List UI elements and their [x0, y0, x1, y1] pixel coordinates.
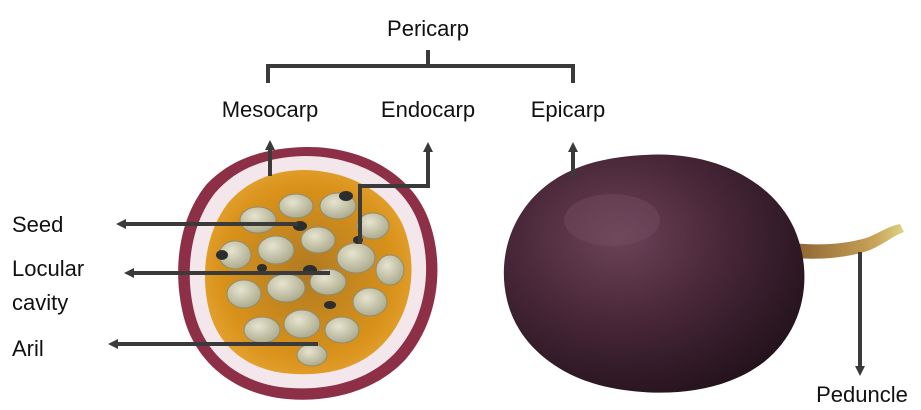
label-epicarp: Epicarp: [531, 97, 606, 122]
pericarp-bracket: [268, 50, 573, 83]
peduncle-stem: [792, 224, 904, 259]
label-peduncle: Peduncle: [816, 382, 908, 407]
label-locular-line1: Locular: [12, 256, 84, 281]
label-endocarp: Endocarp: [381, 97, 475, 122]
whole-fruit-image: [504, 154, 904, 392]
whole-fruit-highlight: [564, 194, 660, 246]
label-seed: Seed: [12, 212, 63, 237]
label-locular-line2: cavity: [12, 290, 68, 315]
label-pericarp: Pericarp: [387, 16, 469, 41]
label-aril: Aril: [12, 336, 44, 361]
label-mesocarp: Mesocarp: [222, 97, 319, 122]
whole-fruit-body: [504, 154, 805, 392]
